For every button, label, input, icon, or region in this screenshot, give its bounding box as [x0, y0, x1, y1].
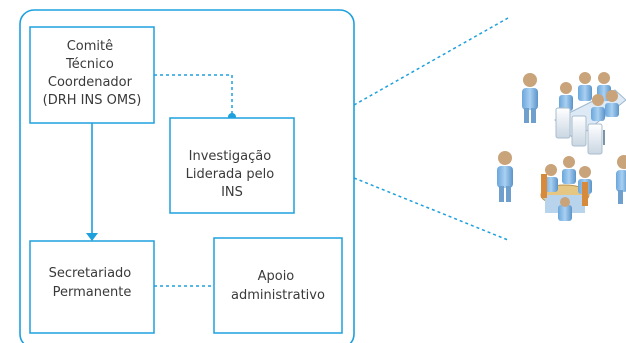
box-apoio-label: Apoio administrativo: [231, 269, 325, 303]
standing-person-icon: [616, 155, 626, 204]
box-secretariado: [29, 240, 155, 334]
box-apoio: [213, 237, 343, 334]
box-investigacao: [169, 117, 295, 214]
box-secretariado-label: Secretariado Permanente: [49, 266, 136, 300]
arrowhead-down-icon: [86, 233, 98, 241]
people-meeting-icon: [497, 72, 626, 221]
box-investigacao-label: Investigação Liderada pelo INS: [186, 149, 279, 200]
box-comite-label: Comitê Técnico Coordenador (DRH INS OMS): [43, 39, 142, 108]
connector-comite-investigacao: [154, 74, 233, 117]
projection-line-bottom: [353, 177, 509, 241]
conference-table-icon: [554, 72, 626, 155]
standing-person-icon: [522, 73, 538, 123]
projection-line-top: [353, 17, 509, 106]
standing-person-icon: [497, 151, 513, 202]
round-table-icon: [540, 156, 592, 221]
box-comite: [29, 26, 155, 124]
outer-frame: [19, 9, 355, 343]
